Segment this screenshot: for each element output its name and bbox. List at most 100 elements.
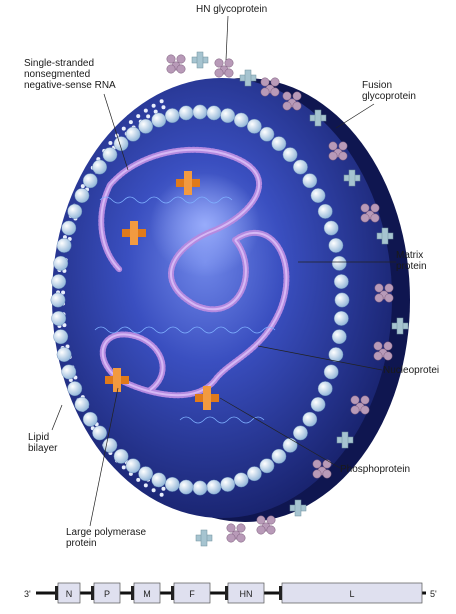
matrix-bead xyxy=(68,381,82,395)
matrix-bead xyxy=(247,119,261,133)
matrix-bead xyxy=(126,459,140,473)
label-phosphoprotein: Phosphoprotein xyxy=(340,464,410,475)
matrix-bead xyxy=(334,311,348,325)
genome-end-5: 5' xyxy=(430,589,437,599)
matrix-bead xyxy=(283,147,297,161)
lipid-head xyxy=(152,104,156,108)
matrix-bead xyxy=(103,438,117,452)
gene-label: N xyxy=(66,589,73,599)
matrix-bead xyxy=(57,238,71,252)
lipid-head xyxy=(160,99,164,103)
matrix-bead xyxy=(207,106,221,120)
matrix-bead xyxy=(54,256,68,270)
matrix-bead xyxy=(334,274,348,288)
matrix-bead xyxy=(193,481,207,495)
matrix-bead xyxy=(335,293,349,307)
matrix-bead xyxy=(318,381,332,395)
lipid-head xyxy=(144,483,148,487)
lipid-head xyxy=(146,114,150,118)
fusion-glycoprotein-spike xyxy=(196,530,212,546)
gene-label: P xyxy=(104,589,110,599)
matrix-bead xyxy=(272,449,286,463)
matrix-bead xyxy=(324,221,338,235)
matrix-bead xyxy=(311,188,325,202)
matrix-bead xyxy=(303,174,317,188)
matrix-bead xyxy=(303,412,317,426)
label-single-stranded-rna: Single-stranded nonsegmented negative-se… xyxy=(24,58,116,91)
gene-label: F xyxy=(189,589,195,599)
gene-l: L xyxy=(279,583,422,603)
matrix-bead xyxy=(126,127,140,141)
gene-f: F xyxy=(171,583,210,603)
lipid-head xyxy=(152,488,156,492)
matrix-bead xyxy=(75,188,89,202)
gene-label: HN xyxy=(240,589,253,599)
matrix-bead xyxy=(332,329,346,343)
matrix-bead xyxy=(165,477,179,491)
hn-glycoprotein-spike xyxy=(167,55,185,73)
matrix-bead xyxy=(68,204,82,218)
matrix-bead xyxy=(51,293,65,307)
lipid-head xyxy=(108,141,112,145)
label-nucleoprotein: Nucleoprotei xyxy=(383,365,439,376)
matrix-bead xyxy=(92,426,106,440)
matrix-bead xyxy=(272,136,286,150)
gene-p: P xyxy=(91,583,120,603)
label-hn-glycoprotein: HN glycoprotein xyxy=(196,4,267,15)
matrix-bead xyxy=(152,113,166,127)
fusion-glycoprotein-spike xyxy=(192,52,208,68)
matrix-bead xyxy=(92,160,106,174)
matrix-bead xyxy=(138,119,152,133)
matrix-bead xyxy=(193,105,207,119)
matrix-bead xyxy=(293,160,307,174)
matrix-bead xyxy=(283,438,297,452)
lipid-head xyxy=(161,105,165,109)
matrix-bead xyxy=(75,397,89,411)
genome-map: N P M F HN L 3' 5' xyxy=(24,583,437,603)
lipid-head xyxy=(129,120,133,124)
lipid-head xyxy=(144,109,148,113)
matrix-bead xyxy=(260,459,274,473)
matrix-bead xyxy=(234,113,248,127)
lipid-head xyxy=(122,465,126,469)
label-fusion-glycoprotein: Fusion glycoprotein xyxy=(362,80,416,102)
matrix-bead xyxy=(221,108,235,122)
matrix-bead xyxy=(179,106,193,120)
label-large-polymerase: Large polymerase protein xyxy=(66,527,146,549)
gene-m: M xyxy=(131,583,160,603)
matrix-bead xyxy=(103,147,117,161)
matrix-bead xyxy=(83,412,97,426)
hn-glycoprotein-spike xyxy=(215,59,233,77)
genome-end-3: 3' xyxy=(24,589,31,599)
matrix-bead xyxy=(207,480,221,494)
lipid-head xyxy=(160,493,164,497)
matrix-bead xyxy=(62,221,76,235)
matrix-bead xyxy=(83,174,97,188)
matrix-bead xyxy=(114,449,128,463)
matrix-bead xyxy=(332,256,346,270)
gene-hn: HN xyxy=(225,583,264,603)
matrix-bead xyxy=(57,347,71,361)
matrix-bead xyxy=(221,477,235,491)
matrix-bead xyxy=(165,108,179,122)
label-matrix-protein: Matrix protein xyxy=(396,250,427,272)
matrix-bead xyxy=(329,347,343,361)
matrix-bead xyxy=(260,127,274,141)
matrix-bead xyxy=(51,274,65,288)
gene-label: M xyxy=(143,589,151,599)
matrix-bead xyxy=(329,238,343,252)
matrix-bead xyxy=(51,311,65,325)
matrix-bead xyxy=(234,473,248,487)
matrix-bead xyxy=(318,204,332,218)
lipid-head xyxy=(136,478,140,482)
matrix-bead xyxy=(179,480,193,494)
lipid-head xyxy=(161,487,165,491)
lipid-head xyxy=(136,114,140,118)
lipid-head xyxy=(122,127,126,131)
matrix-bead xyxy=(54,329,68,343)
matrix-bead xyxy=(152,473,166,487)
matrix-bead xyxy=(293,426,307,440)
matrix-bead xyxy=(138,466,152,480)
matrix-bead xyxy=(324,365,338,379)
gene-n: N xyxy=(55,583,80,603)
